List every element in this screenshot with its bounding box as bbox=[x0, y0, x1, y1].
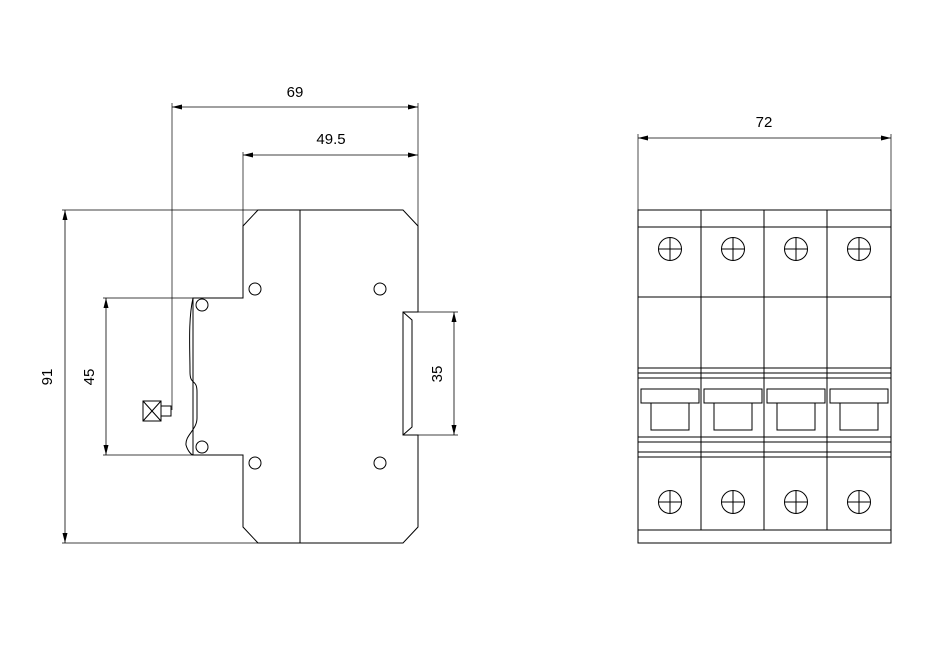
side-hole-top-left bbox=[248, 282, 262, 296]
dim-overall-height: 91 bbox=[39, 209, 258, 544]
terminal-screw-icon bbox=[721, 237, 745, 261]
pole-2 bbox=[703, 237, 763, 514]
front-view: 72 bbox=[637, 114, 892, 544]
din-rail-clip bbox=[402, 311, 413, 436]
dim-overall-height-label: 91 bbox=[39, 369, 56, 386]
terminal-screw-icon bbox=[721, 490, 745, 514]
terminal-screw-icon bbox=[784, 237, 808, 261]
toggle-window bbox=[650, 402, 690, 431]
toggle-lever bbox=[829, 388, 889, 404]
terminal-screw-icon bbox=[658, 490, 682, 514]
side-hole-bottom-left bbox=[248, 456, 262, 470]
toggle-lever bbox=[640, 388, 700, 404]
terminal-screw-icon bbox=[784, 490, 808, 514]
side-hole-bottom-right bbox=[373, 456, 387, 470]
side-view: 69 49.5 91 45 bbox=[39, 84, 458, 544]
terminal-screw-icon bbox=[847, 490, 871, 514]
dim-front-height-label: 45 bbox=[81, 369, 98, 386]
dim-front-width-label: 72 bbox=[756, 114, 773, 131]
pole-1 bbox=[640, 237, 700, 514]
pole-3 bbox=[766, 237, 826, 514]
side-pivot-bottom bbox=[195, 440, 209, 454]
dim-front-depth-label: 49.5 bbox=[316, 131, 345, 148]
side-toggle-profile bbox=[185, 297, 198, 456]
side-toggle-symbol bbox=[142, 400, 172, 422]
toggle-window bbox=[839, 402, 879, 431]
dim-front-height: 45 bbox=[81, 297, 193, 456]
side-hole-top-right bbox=[373, 282, 387, 296]
toggle-lever bbox=[703, 388, 763, 404]
side-body-outline bbox=[192, 209, 419, 544]
toggle-window bbox=[713, 402, 753, 431]
terminal-screw-icon bbox=[658, 237, 682, 261]
pole-4 bbox=[829, 237, 889, 514]
dim-front-depth: 49.5 bbox=[242, 131, 418, 226]
terminal-screw-icon bbox=[847, 237, 871, 261]
dim-overall-depth-label: 69 bbox=[287, 84, 304, 101]
dim-rail-width: 35 bbox=[412, 311, 458, 436]
dim-overall-depth: 69 bbox=[171, 84, 419, 410]
dim-rail-width-label: 35 bbox=[429, 366, 446, 383]
side-pivot-top bbox=[195, 298, 209, 312]
toggle-lever bbox=[766, 388, 826, 404]
toggle-window bbox=[776, 402, 816, 431]
dim-front-width: 72 bbox=[637, 114, 892, 210]
